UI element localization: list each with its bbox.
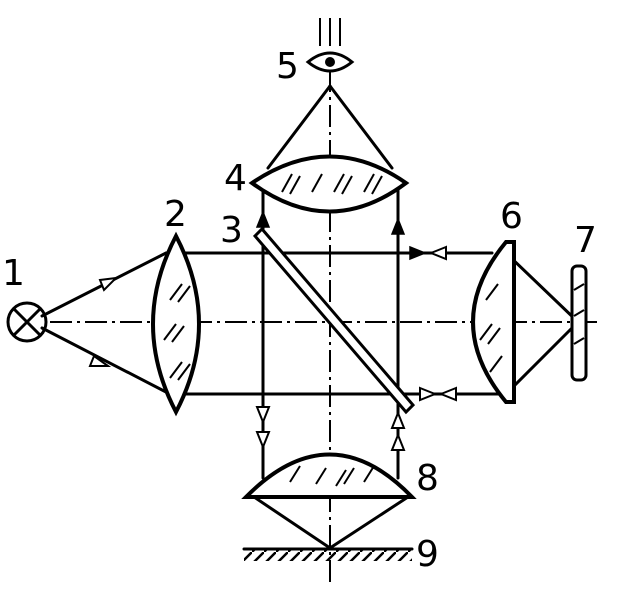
beam-arrow (390, 410, 406, 429)
component-labels: 1 2 3 4 5 6 7 8 9 (2, 46, 597, 575)
reference-lens (471, 240, 516, 404)
eye-icon (305, 18, 355, 73)
beam-arrow (438, 386, 457, 402)
beam-arrow (98, 276, 119, 292)
beam-arrow (409, 245, 428, 261)
vertical-beams (255, 186, 406, 480)
label-9: 9 (416, 534, 439, 575)
objective-lens (241, 452, 417, 499)
beam-arrow (255, 406, 271, 425)
condenser-lens (151, 231, 201, 417)
beam-arrow (419, 386, 438, 402)
beam-arrow (255, 431, 271, 450)
beam-arrow (390, 216, 406, 235)
label-8: 8 (416, 458, 439, 499)
beam-arrow (255, 209, 271, 228)
label-5: 5 (276, 46, 299, 87)
objective-cone (252, 495, 410, 550)
eyepiece-lens (248, 154, 410, 214)
beam-arrow (390, 432, 406, 451)
reference-mirror (570, 264, 588, 382)
label-7: 7 (574, 220, 597, 261)
label-2: 2 (164, 194, 187, 235)
collimated-beams (183, 245, 502, 402)
beam-arrow (88, 354, 112, 367)
light-source (6, 301, 48, 343)
label-4: 4 (224, 158, 247, 199)
beam-splitter (252, 226, 416, 415)
eyepiece-cone (266, 84, 394, 170)
source-beam (40, 251, 168, 394)
reference-cone (504, 251, 580, 396)
specimen-surface (242, 547, 414, 561)
label-3: 3 (220, 210, 243, 251)
label-6: 6 (500, 196, 523, 237)
beam-arrow (428, 245, 447, 261)
label-1: 1 (2, 253, 25, 294)
